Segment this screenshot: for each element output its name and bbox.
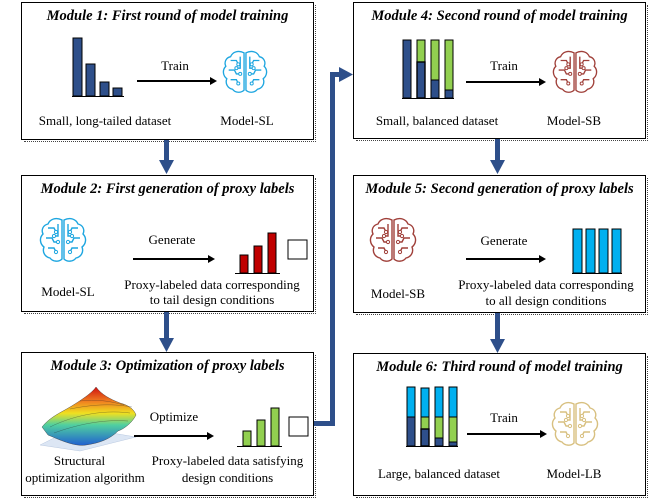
module-1-title: Module 1: First round of model training <box>46 8 289 24</box>
brain-icon <box>222 50 268 93</box>
bar-green <box>416 39 426 63</box>
bar <box>242 430 252 447</box>
small-balanced-dataset-chart <box>402 39 454 99</box>
empty-slot <box>288 416 309 437</box>
module-3-title: Module 3: Optimization of proxy labels <box>50 358 285 374</box>
bar <box>406 416 416 447</box>
proxy-data-label-line-1: Proxy-labeled data corresponding <box>458 277 634 292</box>
bar <box>444 89 454 99</box>
module-5-title: Module 5: Second generation of proxy lab… <box>365 181 634 197</box>
bar <box>572 228 583 274</box>
arrowhead-right-icon <box>339 67 353 82</box>
bar <box>402 39 412 99</box>
bar <box>598 228 609 274</box>
model-label: Model-SL <box>41 284 95 299</box>
bar <box>72 37 83 97</box>
train-arrow <box>467 430 547 438</box>
bar-green <box>434 416 444 439</box>
generate-label: Generate <box>480 233 528 248</box>
train-label: Train <box>490 58 518 73</box>
generate-label: Generate <box>148 232 196 247</box>
module-3: Module 3: Optimization of proxy labels O… <box>21 352 316 498</box>
train-label: Train <box>490 410 518 425</box>
bar-green <box>430 39 440 81</box>
module-4-title: Module 4: Second round of model training <box>371 8 628 24</box>
generate-arrow <box>133 255 215 263</box>
proxy-data-label-line-1: Proxy-labeled data corresponding <box>124 277 300 292</box>
bar <box>434 437 444 447</box>
bar <box>85 63 96 97</box>
connector-3-4-vertical <box>330 72 335 426</box>
bar <box>611 228 622 274</box>
dataset-label: Large, balanced dataset <box>377 466 501 481</box>
bar <box>112 87 123 97</box>
bar-green <box>444 39 454 91</box>
surface-plot-icon <box>39 386 137 452</box>
module-4: Module 4: Second round of model training… <box>353 2 648 141</box>
model-label: Model-LB <box>546 466 602 481</box>
connector-3-4-horizontal-bottom <box>314 421 335 426</box>
bar <box>270 407 280 447</box>
optimize-label: Optimize <box>149 409 199 424</box>
arrowhead-down-icon <box>159 160 174 174</box>
module-5: Module 5: Second generation of proxy lab… <box>353 175 648 315</box>
connector-2-3 <box>164 312 169 340</box>
brain-icon <box>551 401 599 446</box>
train-label: Train <box>161 58 189 73</box>
bar <box>267 232 277 274</box>
proxy-data-label-line-2: to all design conditions <box>485 293 607 308</box>
train-arrow <box>466 78 546 86</box>
connector-1-2 <box>164 140 169 162</box>
connector-3-4-horizontal-top <box>330 72 340 77</box>
long-tailed-dataset-chart <box>72 37 124 97</box>
optimized-proxy-data-chart <box>237 407 309 447</box>
bar <box>430 79 440 99</box>
bar <box>253 245 263 274</box>
bar-cyan <box>420 387 430 418</box>
bar <box>99 81 110 97</box>
tail-proxy-data-chart <box>235 232 308 274</box>
bar-green <box>448 416 458 443</box>
model-label: Model-SL <box>220 113 274 128</box>
dataset-label: Small, long-tailed dataset <box>38 113 172 128</box>
bar <box>448 441 458 447</box>
large-balanced-dataset-chart <box>406 386 458 447</box>
bar <box>585 228 596 274</box>
model-label: Model-SB <box>370 286 426 301</box>
bar <box>416 61 426 99</box>
module-2-title: Module 2: First generation of proxy labe… <box>40 181 295 197</box>
train-arrow <box>137 77 217 85</box>
arrowhead-down-icon <box>490 339 505 353</box>
proxy-data-label-line-1: Proxy-labeled data satisfying <box>151 453 304 468</box>
algorithm-label-line-2: optimization algorithm <box>25 470 145 485</box>
connector-5-6 <box>495 313 500 341</box>
module-6: Module 6: Third round of model training … <box>353 353 648 498</box>
bar <box>239 254 249 274</box>
arrowhead-down-icon <box>159 338 174 352</box>
module-1: Module 1: First round of model training … <box>21 2 316 142</box>
generate-arrow <box>466 255 546 263</box>
all-conditions-proxy-data-chart <box>572 228 622 274</box>
module-6-title: Module 6: Third round of model training <box>376 359 623 375</box>
algorithm-label-line-1: Structural <box>53 453 106 468</box>
optimize-arrow <box>134 432 214 440</box>
bar <box>256 419 266 447</box>
bar-cyan <box>448 386 458 418</box>
proxy-data-label-line-2: design conditions <box>181 470 274 485</box>
empty-slot <box>287 239 308 260</box>
module-2: Module 2: First generation of proxy labe… <box>21 175 316 314</box>
arrowhead-down-icon <box>490 160 505 174</box>
bar <box>420 428 430 447</box>
brain-icon <box>369 217 417 262</box>
brain-icon <box>39 217 87 262</box>
dataset-label: Small, balanced dataset <box>375 113 499 128</box>
model-label: Model-SB <box>546 113 602 128</box>
bar-green <box>420 416 430 430</box>
proxy-data-label-line-2: to tail design conditions <box>149 292 275 307</box>
bar-cyan <box>434 386 444 418</box>
brain-icon <box>552 50 598 93</box>
connector-4-5 <box>495 139 500 162</box>
bar-cyan <box>406 386 416 418</box>
